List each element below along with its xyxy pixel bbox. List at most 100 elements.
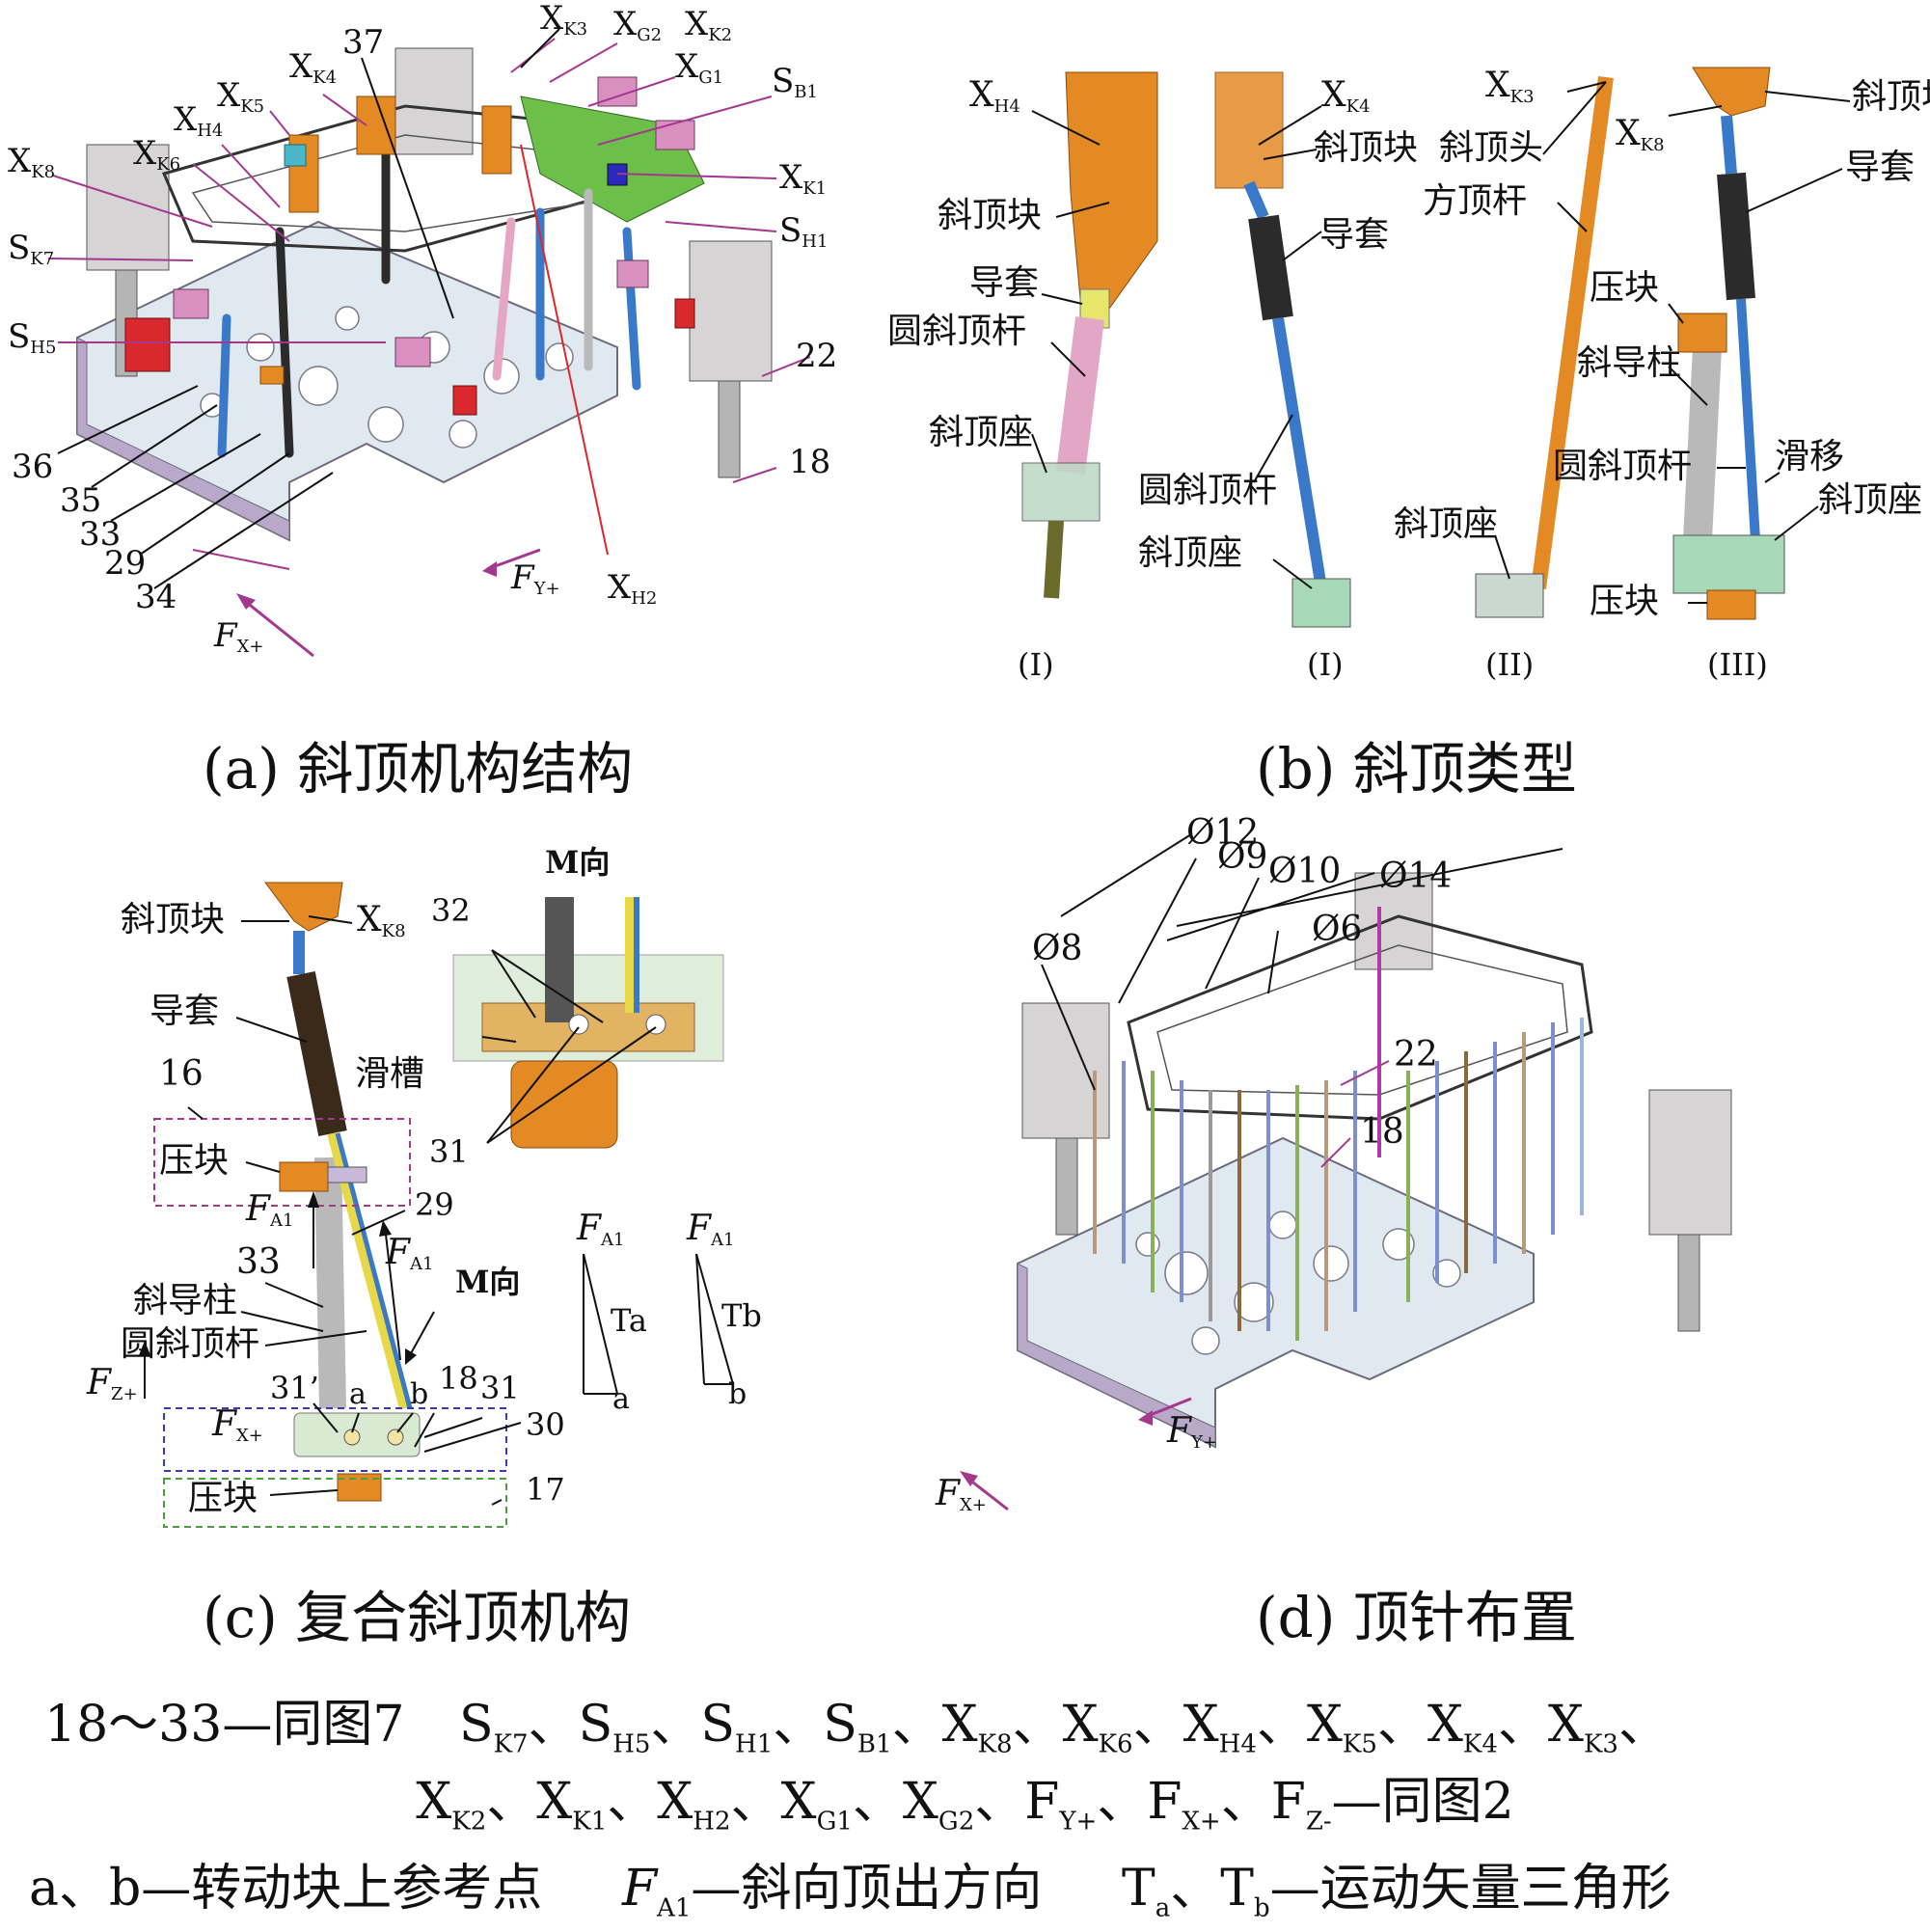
c-guide-post <box>314 1156 346 1409</box>
label-xg2: XG2 <box>613 5 662 45</box>
fx-arrowhead <box>236 593 256 610</box>
label-xk1: XK1 <box>779 158 827 199</box>
legend-line1-item: XK5 <box>1306 1696 1377 1759</box>
c-point-b-marker <box>387 1429 404 1446</box>
d-product-frame <box>1127 914 1593 1121</box>
label-b-press4b: 压块 <box>1590 582 1659 621</box>
panel-d-illustration: Ø8 Ø12 Ø9 Ø10 Ø6 Ø14 22 18 FY+ FX+ <box>935 813 1732 1515</box>
caption-c: (c) 复合斜顶机构 <box>203 1585 632 1650</box>
legend-t1: T <box>1122 1860 1155 1918</box>
label-c-31b: 31 <box>429 1133 469 1170</box>
c-fa1-arrowhead <box>308 1191 319 1208</box>
round-rod-1 <box>1056 316 1104 475</box>
label-b-seat2: 斜顶座 <box>1138 533 1242 573</box>
label-b-block2: 斜顶块 <box>1314 128 1418 168</box>
lifter-seat-4 <box>1672 534 1785 594</box>
label-d-8: Ø8 <box>1032 929 1082 968</box>
label-c-block: 斜顶块 <box>121 900 225 939</box>
legend-t2: T <box>1220 1860 1254 1918</box>
legend-t2sub: b <box>1253 1893 1270 1923</box>
d-product-frame-inner <box>1156 944 1568 1096</box>
label-c-31p: 31’ <box>270 1370 319 1406</box>
d14-leader <box>1176 848 1563 927</box>
label-xk3: XK3 <box>540 0 587 40</box>
label-b-seat1: 斜顶座 <box>929 413 1033 452</box>
label-d-22: 22 <box>1394 1035 1438 1075</box>
label-b-guide2: 导套 <box>1319 215 1389 255</box>
label-36: 36 <box>12 448 53 486</box>
label-22: 22 <box>796 337 837 375</box>
label-d-6: Ø6 <box>1312 910 1362 949</box>
label-33: 33 <box>79 515 121 554</box>
label-xh2: XH2 <box>608 568 657 609</box>
label-sk7: SK7 <box>8 229 54 269</box>
label-34: 34 <box>135 578 177 616</box>
label-d-fx: FX+ <box>935 1474 987 1515</box>
legend-line2-item: XG1 <box>780 1773 853 1837</box>
label-d-12: Ø12 <box>1186 813 1259 853</box>
label-c-guide: 导套 <box>150 992 219 1031</box>
d-fx-arrowhead <box>960 1471 978 1486</box>
c-inset-press-block <box>510 1060 618 1149</box>
legend-f: F <box>621 1860 658 1918</box>
label-tri-a-t: Ta <box>611 1302 647 1339</box>
label-type-3: (III) <box>1707 646 1768 683</box>
legend-t1sub: a <box>1155 1893 1171 1923</box>
label-c-30: 30 <box>526 1406 565 1443</box>
c-guide-sleeve <box>286 971 347 1136</box>
leader-lines <box>47 38 811 570</box>
vector-triangle-b <box>695 1253 734 1385</box>
c-fz-arrowhead <box>139 1341 150 1355</box>
fx-arrow <box>240 596 314 658</box>
guide-sleeve-4 <box>1717 172 1755 301</box>
label-xk2: XK2 <box>685 5 732 45</box>
label-c-fa1b: FA1 <box>385 1233 433 1274</box>
label-b-guide4: 导套 <box>1845 148 1915 187</box>
legend-line2-item: FZ- <box>1270 1773 1332 1837</box>
label-c-rod: 圆斜顶杆 <box>121 1324 259 1364</box>
d-right-block <box>1648 1089 1732 1236</box>
label-c-32: 32 <box>431 892 471 929</box>
c-press-plate <box>327 1166 367 1184</box>
label-b-xk3: XK3 <box>1485 66 1535 107</box>
legend-line2-item: XH2 <box>657 1773 731 1837</box>
c-inset-hole-1 <box>568 1014 589 1035</box>
d-fy-arrowhead <box>1138 1410 1153 1426</box>
round-rod-4 <box>1736 298 1760 541</box>
legend-line1-item: SK7 <box>458 1696 529 1759</box>
label-sh1: SH1 <box>779 211 828 252</box>
press-block-4b <box>1706 589 1756 620</box>
c-inset-hole-2 <box>645 1014 666 1035</box>
guide-post-4 <box>1683 346 1722 541</box>
label-c-16: 16 <box>159 1054 204 1094</box>
legend-line1-prefix: 18～33—同图7 <box>44 1696 405 1754</box>
legend-line1-item: XK8 <box>941 1696 1013 1759</box>
legend-line2-item: XG2 <box>902 1773 975 1837</box>
legend-line1-item: SH1 <box>700 1696 774 1759</box>
legend-line1-item: XK4 <box>1427 1696 1498 1759</box>
label-c-fa1: FA1 <box>245 1189 293 1231</box>
label-d-18: 18 <box>1360 1112 1404 1152</box>
label-c-mdir-top: M向 <box>545 844 610 881</box>
label-b-press4: 压块 <box>1590 268 1659 308</box>
label-d-fy: FY+ <box>1166 1411 1217 1453</box>
box-17 <box>163 1478 507 1528</box>
caption-b: (b) 斜顶类型 <box>1256 736 1577 802</box>
label-c-fz: FZ+ <box>86 1363 138 1404</box>
label-sb1: SB1 <box>772 62 818 102</box>
label-b-xk4: XK4 <box>1321 75 1371 117</box>
caption-a: (a) 斜顶机构结构 <box>203 736 634 802</box>
label-b-rod3: 方顶杆 <box>1423 181 1527 221</box>
d-base-plate-edge <box>1017 1263 1216 1448</box>
label-c-mdir: M向 <box>455 1264 520 1300</box>
label-37: 37 <box>342 23 384 62</box>
box-16 <box>153 1118 411 1207</box>
legend-line1-item: SB1 <box>823 1696 892 1759</box>
label-type-1a: (I) <box>1018 646 1054 683</box>
ejector-pins <box>1093 907 1584 1341</box>
c-mdir-arrowhead <box>405 1348 417 1365</box>
c-fa1b-arrowhead <box>379 1220 392 1237</box>
legend-fsub: A1 <box>657 1893 692 1923</box>
label-xk4: XK4 <box>289 47 337 88</box>
